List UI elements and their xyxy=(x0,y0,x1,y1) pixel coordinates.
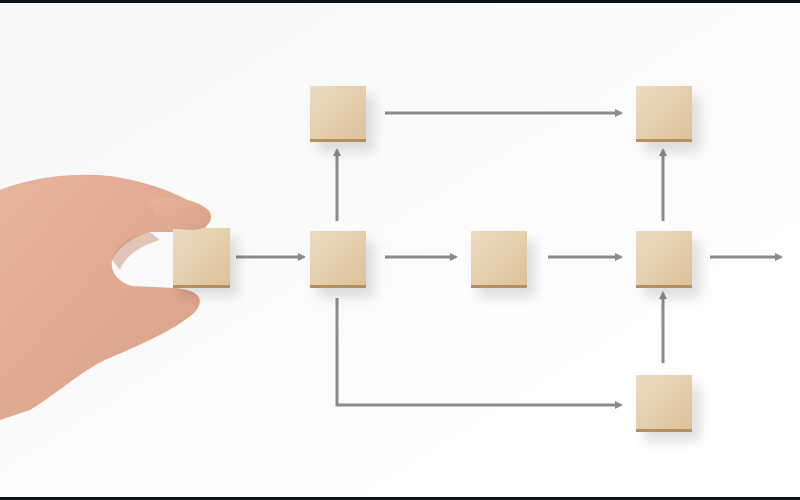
hand xyxy=(0,174,209,420)
arrows xyxy=(236,109,783,409)
blocks xyxy=(310,86,700,441)
block-bottom xyxy=(636,375,700,441)
arrow-bottom-path xyxy=(335,298,623,409)
block-top-left xyxy=(310,86,374,152)
thumb-shadow xyxy=(112,232,160,270)
block-middle-1 xyxy=(310,231,374,297)
fingertip xyxy=(150,198,211,230)
block-middle-2 xyxy=(471,231,535,297)
top-border xyxy=(0,0,800,3)
block-middle-3 xyxy=(636,231,700,297)
block-top-right xyxy=(636,86,700,152)
hand-with-block xyxy=(0,174,238,420)
held-block xyxy=(173,228,238,296)
bottom-border xyxy=(0,497,800,500)
